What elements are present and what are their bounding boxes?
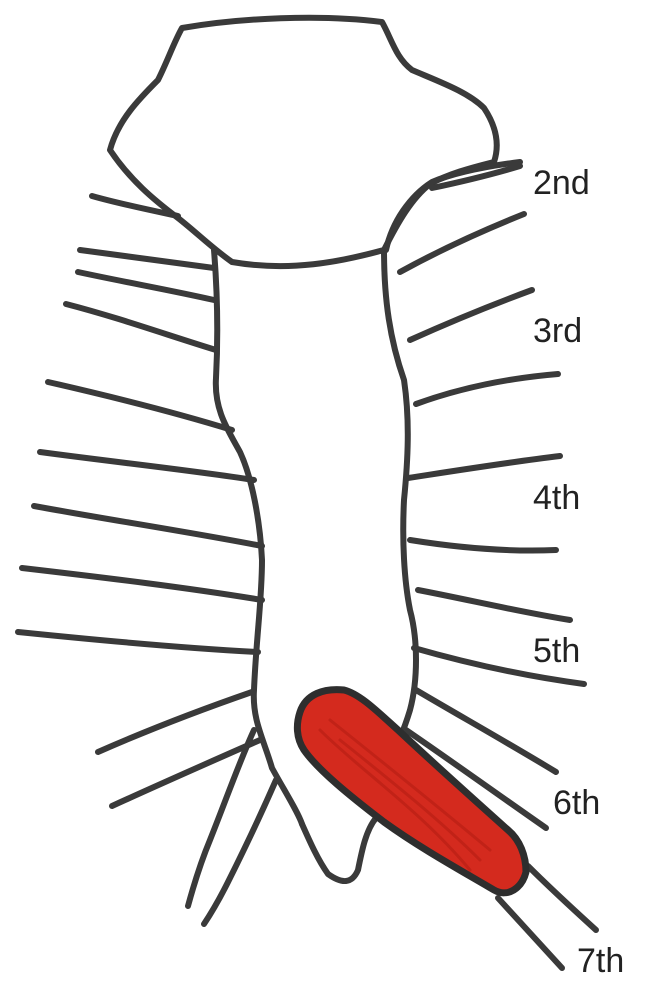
right-rib-7-lower xyxy=(498,898,562,968)
costal-margin-left-inner xyxy=(204,780,276,924)
rib-label-7th: 7th xyxy=(577,944,624,978)
manubrium xyxy=(110,18,497,266)
rib-label-4th: 4th xyxy=(533,481,580,515)
rib-label-5th: 5th xyxy=(533,634,580,668)
left-rib-4a xyxy=(40,452,254,480)
left-rib-2b xyxy=(78,272,214,300)
right-rib-5a xyxy=(418,590,570,620)
left-rib-5b xyxy=(18,632,258,652)
left-rib-2a xyxy=(80,250,214,268)
left-rib-3a xyxy=(66,304,216,350)
left-rib-6a xyxy=(98,692,252,752)
rib-label-2nd: 2nd xyxy=(533,166,590,200)
left-rib-5a xyxy=(22,568,262,600)
xiphoid-process xyxy=(302,818,376,881)
right-rib-4b xyxy=(410,540,556,551)
left-rib-3b xyxy=(48,382,232,430)
right-rib-2b xyxy=(400,214,524,272)
rib-label-6th: 6th xyxy=(553,786,600,820)
left-rib-4b xyxy=(34,506,262,546)
right-rib-3b xyxy=(416,374,558,404)
right-rib-3a xyxy=(410,290,532,340)
right-rib-6a xyxy=(416,690,556,772)
right-rib-7-upper xyxy=(528,866,596,930)
rib-label-3rd: 3rd xyxy=(533,314,582,348)
right-rib-4a xyxy=(408,456,560,478)
